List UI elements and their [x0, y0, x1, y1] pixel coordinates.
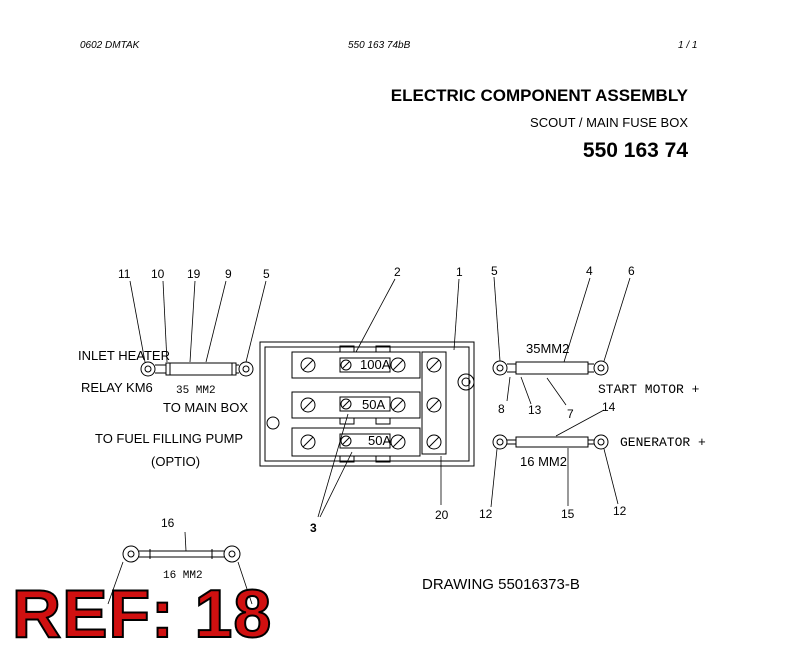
start-motor-cable — [492, 360, 609, 376]
callout-20: 20 — [435, 508, 449, 522]
fuse-box — [259, 341, 475, 467]
label-relay: RELAY KM6 — [81, 380, 153, 395]
callout-13: 13 — [528, 403, 542, 417]
label-generator: GENERATOR + — [620, 435, 706, 450]
label-to-fuel-pump: TO FUEL FILLING PUMP — [95, 431, 243, 446]
page-subtitle: SCOUT / MAIN FUSE BOX — [530, 115, 688, 130]
label-cable-35-left: 35 MM2 — [176, 385, 216, 397]
callout-11: 11 — [118, 267, 131, 281]
callout-14: 14 — [602, 400, 616, 414]
left-cable-35mm2 — [140, 361, 254, 377]
callout-6: 6 — [628, 264, 635, 278]
callout-7: 7 — [567, 407, 574, 421]
header-page-count: 1 / 1 — [678, 40, 698, 51]
label-inlet-heater: INLET HEATER — [78, 348, 170, 363]
label-to-main-box: TO MAIN BOX — [163, 400, 248, 415]
header-doc-code: 0602 DMTAK — [80, 40, 140, 51]
callout-1: 1 — [456, 265, 463, 279]
label-cable-16-right: 16 MM2 — [520, 454, 567, 469]
ref-stamp: REF: 18 — [11, 576, 273, 652]
callout-12-left: 12 — [479, 507, 493, 521]
callout-5-right: 5 — [491, 264, 498, 278]
callout-2: 2 — [394, 265, 401, 279]
label-fuse-100a: 100A — [360, 357, 391, 372]
callout-19: 19 — [187, 267, 201, 281]
part-number: 550 163 74 — [582, 139, 688, 162]
header-doc-number: 550 163 74bB — [348, 40, 411, 51]
label-optio: (OPTIO) — [151, 454, 200, 469]
callout-12-right: 12 — [613, 504, 627, 518]
label-start-motor: START MOTOR + — [598, 382, 700, 397]
callout-3: 3 — [310, 521, 317, 535]
page-title: ELECTRIC COMPONENT ASSEMBLY — [390, 86, 688, 105]
callout-10: 10 — [151, 267, 165, 281]
label-cable-35-right: 35MM2 — [526, 341, 569, 356]
label-cable-16-bottom: 16 MM2 — [163, 570, 203, 582]
label-fuse-50a-2: 50A — [368, 433, 391, 448]
callout-15: 15 — [561, 507, 575, 521]
callout-16: 16 — [161, 516, 175, 530]
generator-cable — [492, 434, 609, 450]
leader-lines — [107, 276, 631, 605]
callout-4: 4 — [586, 264, 593, 278]
callout-9: 9 — [225, 267, 232, 281]
callout-8: 8 — [498, 402, 505, 416]
callout-5-left: 5 — [263, 267, 270, 281]
spare-cable-16mm2 — [122, 545, 241, 563]
drawing-number: DRAWING 55016373-B — [422, 576, 580, 593]
label-fuse-50a-1: 50A — [362, 397, 385, 412]
